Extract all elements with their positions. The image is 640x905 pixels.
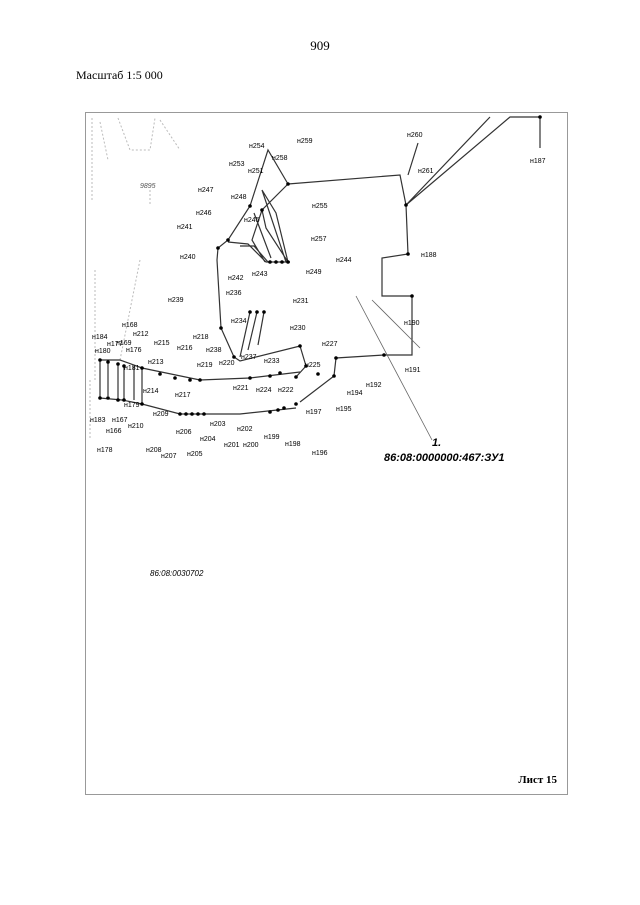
point-label: н242	[228, 275, 244, 282]
point-label: н197	[306, 409, 322, 416]
point-label: н184	[92, 334, 108, 341]
background-fragments	[89, 117, 181, 440]
point-label: н221	[233, 385, 249, 392]
point-label: н240	[180, 254, 196, 261]
point-label: н238	[206, 347, 222, 354]
point-label: н218	[193, 334, 209, 341]
parcel-number: 1.	[432, 437, 441, 449]
point-label: н243	[252, 271, 268, 278]
point-label: н203	[210, 421, 226, 428]
page-number: 909	[310, 38, 330, 53]
point-label: н213	[148, 359, 164, 366]
point-label: н199	[264, 434, 280, 441]
point-label: н212	[133, 331, 149, 338]
point-label: н210	[128, 423, 144, 430]
point-label: н222	[278, 387, 294, 394]
boundary-points	[98, 115, 542, 416]
point-label: н216	[177, 345, 193, 352]
point-label: н233	[264, 358, 280, 365]
point-label: н225	[305, 362, 321, 369]
point-label: н196	[312, 450, 328, 457]
point-label: н259	[297, 138, 313, 145]
point-label: н206	[176, 429, 192, 436]
point-label: н201	[224, 442, 240, 449]
point-label: н237	[241, 354, 257, 361]
point-label: н190	[404, 320, 420, 327]
point-label: н200	[243, 442, 259, 449]
fragment-label: 9895	[140, 183, 156, 190]
point-label: н217	[175, 392, 191, 399]
point-label: н248	[231, 194, 247, 201]
point-label: н177	[107, 341, 123, 348]
point-label: н245	[244, 217, 260, 224]
point-label: н244	[336, 257, 352, 264]
point-label: н227	[322, 341, 338, 348]
point-label: н208	[146, 447, 162, 454]
point-label: н179	[124, 402, 140, 409]
point-label: н178	[97, 447, 113, 454]
point-label: н241	[177, 224, 193, 231]
point-label: н207	[161, 453, 177, 460]
point-label: н253	[229, 161, 245, 168]
sheet-label: Лист 15	[518, 774, 557, 786]
parcel-cadastral-number: 86:08:0000000:467:ЗУ1	[384, 452, 505, 464]
point-label: н198	[285, 441, 301, 448]
point-label: н181	[124, 365, 140, 372]
point-label: н188	[421, 252, 437, 259]
point-label: н191	[405, 367, 421, 374]
point-label: н236	[226, 290, 242, 297]
point-label: н239	[168, 297, 184, 304]
point-label: н251	[248, 168, 264, 175]
point-label: н192	[366, 382, 382, 389]
point-label: н215	[154, 340, 170, 347]
scale-label: Масштаб 1:5 000	[76, 68, 163, 82]
point-label: н246	[196, 210, 212, 217]
point-label: н168	[122, 322, 138, 329]
point-label: н257	[311, 236, 327, 243]
point-label: н255	[312, 203, 328, 210]
point-label: н169	[116, 340, 132, 347]
point-label: н261	[418, 168, 434, 175]
point-label: н205	[187, 451, 203, 458]
point-label: н176	[126, 347, 142, 354]
point-label: н249	[306, 269, 322, 276]
point-label: н166	[106, 428, 122, 435]
point-label: н209	[153, 411, 169, 418]
point-label: н219	[197, 362, 213, 369]
point-label: н183	[90, 417, 106, 424]
point-label: н204	[200, 436, 216, 443]
point-label: н187	[530, 158, 546, 165]
point-label: н180	[95, 348, 111, 355]
quarter-label: 86:08:0030702	[150, 569, 204, 578]
boundary-lines	[99, 116, 541, 415]
point-label: н224	[256, 387, 272, 394]
point-label: н195	[336, 406, 352, 413]
point-label: н214	[143, 388, 159, 395]
point-label: н194	[347, 390, 363, 397]
point-label: н230	[290, 325, 306, 332]
point-label: н234	[231, 318, 247, 325]
map-frame: Лист 15	[85, 112, 568, 795]
point-label: н167	[112, 417, 128, 424]
point-label: н231	[293, 298, 309, 305]
point-label: н220	[219, 360, 235, 367]
point-label: н247	[198, 187, 214, 194]
point-label: н254	[249, 143, 265, 150]
parcel-leader	[355, 295, 433, 441]
point-label: н202	[237, 426, 253, 433]
point-label: н258	[272, 155, 288, 162]
point-label: н260	[407, 132, 423, 139]
